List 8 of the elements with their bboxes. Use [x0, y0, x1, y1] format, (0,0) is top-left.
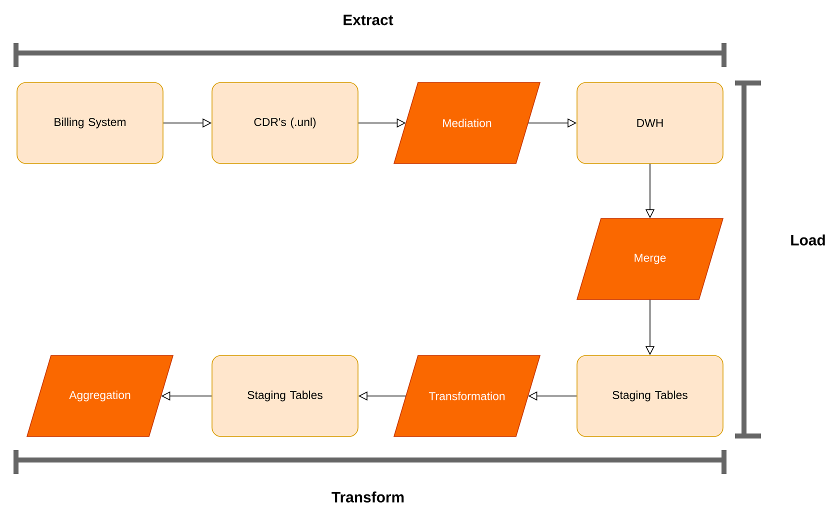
- bracket-label: Transform: [332, 492, 404, 502]
- process-box: DWH: [576, 82, 724, 164]
- process-box: CDR's (.unl): [212, 82, 358, 164]
- process-box: Staging Tables: [576, 355, 724, 437]
- process-box: Billing System: [16, 82, 164, 164]
- process-box: Staging Tables: [212, 355, 358, 437]
- bracket-label: Extract: [344, 14, 394, 26]
- bracket-label: Load: [791, 234, 825, 246]
